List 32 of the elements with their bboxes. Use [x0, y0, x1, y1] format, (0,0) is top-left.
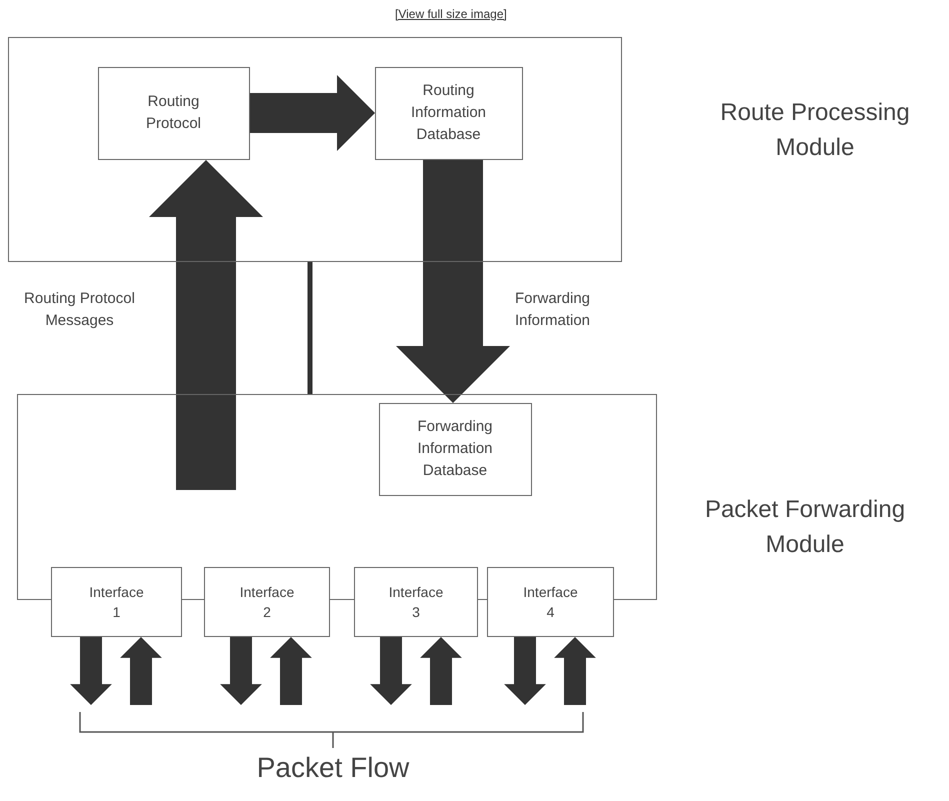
flow-arrow [120, 637, 162, 705]
box-text: Forwarding Information Database [416, 417, 494, 481]
box-text: Interface 3 [388, 582, 444, 622]
database-box [374, 66, 522, 160]
flow-arrow [554, 637, 596, 705]
flow-arrow [420, 637, 462, 705]
database-box [378, 402, 532, 496]
interface-box [51, 567, 182, 637]
interface-box [354, 567, 478, 637]
module-box [8, 37, 622, 262]
block-arrow [149, 160, 263, 490]
box-text: Interface 1 [88, 582, 145, 622]
process-box [98, 66, 250, 160]
module-title: Packet Forwarding Module [704, 495, 906, 560]
flow-arrow [270, 637, 312, 705]
connector-line [308, 262, 312, 394]
block-arrow [250, 75, 375, 151]
module-box [17, 394, 657, 600]
flow-arrow [220, 637, 262, 705]
block-arrow [396, 160, 510, 403]
box-text: Routing Protocol [144, 92, 202, 134]
flow-arrow [70, 637, 112, 705]
view-image-link: [View full size image] [395, 7, 507, 21]
module-title: Route Processing Module [719, 98, 911, 163]
caption-text: Packet Flow [256, 752, 410, 784]
flow-arrow [504, 637, 546, 705]
box-text: Interface 4 [522, 582, 579, 622]
box-text: Interface 2 [238, 582, 296, 622]
interface-box [487, 567, 614, 637]
interface-box [204, 567, 330, 637]
box-text: Routing Information Database [410, 81, 488, 145]
flow-arrow [370, 637, 412, 705]
